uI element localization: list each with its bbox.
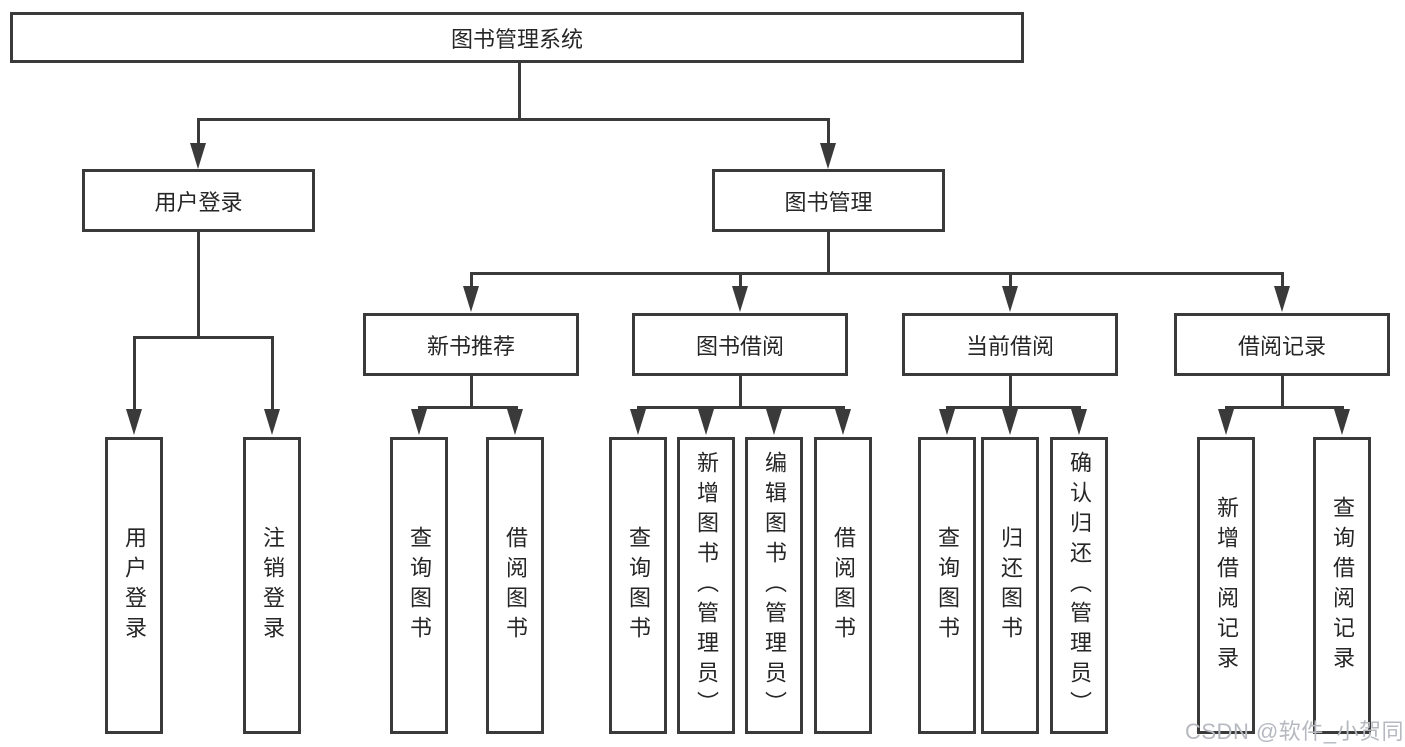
arrow-down-icon bbox=[411, 409, 427, 435]
leaf-borrow-books-newbook: 借阅图书 bbox=[486, 437, 544, 734]
connector-stem bbox=[1009, 272, 1012, 288]
node-current-borrowing: 当前借阅 bbox=[902, 313, 1118, 376]
arrow-down-icon bbox=[463, 286, 479, 312]
leaf-query-borrow-record: 查询借阅记录 bbox=[1313, 437, 1371, 734]
arrow-down-icon bbox=[820, 143, 836, 169]
connector-borrow-drop bbox=[739, 376, 742, 409]
connector-userlogin-drop bbox=[197, 232, 200, 339]
leaf-edit-books-admin: 编辑图书（管理员） bbox=[745, 437, 803, 734]
arrow-down-icon bbox=[126, 409, 142, 435]
connector-root-bar bbox=[197, 118, 830, 121]
connector-records-bar bbox=[1225, 406, 1344, 409]
leaf-query-books-newbook: 查询图书 bbox=[390, 437, 448, 734]
node-borrowing-records: 借阅记录 bbox=[1174, 313, 1390, 376]
leaf-query-books-borrow: 查询图书 bbox=[609, 437, 667, 734]
node-book-borrowing: 图书借阅 bbox=[632, 313, 848, 376]
connector-current-bar bbox=[946, 406, 1081, 409]
connector-borrow-bar bbox=[637, 406, 845, 409]
leaf-add-books-admin: 新增图书（管理员） bbox=[677, 437, 735, 734]
arrow-down-icon bbox=[939, 409, 955, 435]
arrow-down-icon bbox=[732, 286, 748, 312]
arrow-down-icon bbox=[766, 409, 782, 435]
arrow-down-icon bbox=[1002, 409, 1018, 435]
connector-userlogin-bar bbox=[133, 336, 274, 339]
leaf-return-books: 归还图书 bbox=[981, 437, 1039, 734]
leaf-confirm-return-admin: 确认归还（管理员） bbox=[1050, 437, 1108, 734]
arrow-down-icon bbox=[630, 409, 646, 435]
leaf-logout-login: 注销登录 bbox=[243, 437, 301, 734]
connector-stem bbox=[271, 336, 274, 412]
arrow-down-icon bbox=[835, 409, 851, 435]
leaf-query-books-current: 查询图书 bbox=[918, 437, 976, 734]
connector-stem bbox=[197, 118, 200, 148]
connector-stem bbox=[133, 336, 136, 412]
node-user-login: 用户登录 bbox=[82, 169, 315, 232]
leaf-add-borrow-record: 新增借阅记录 bbox=[1197, 437, 1255, 734]
connector-records-drop bbox=[1281, 376, 1284, 409]
arrow-down-icon bbox=[698, 409, 714, 435]
leaf-user-login: 用户登录 bbox=[105, 437, 163, 734]
connector-newbook-bar bbox=[418, 406, 518, 409]
connector-stem bbox=[827, 118, 830, 148]
arrow-down-icon bbox=[1274, 286, 1290, 312]
node-book-management: 图书管理 bbox=[712, 169, 945, 232]
leaf-borrow-books-borrow: 借阅图书 bbox=[814, 437, 872, 734]
connector-stem bbox=[470, 272, 473, 288]
node-library-management-system: 图书管理系统 bbox=[10, 12, 1024, 63]
arrow-down-icon bbox=[1002, 286, 1018, 312]
arrow-down-icon bbox=[1218, 409, 1234, 435]
connector-stem bbox=[1281, 272, 1284, 288]
connector-newbook-drop bbox=[470, 376, 473, 409]
node-new-book-recommendation: 新书推荐 bbox=[363, 313, 579, 376]
arrow-down-icon bbox=[1334, 409, 1350, 435]
arrow-down-icon bbox=[190, 143, 206, 169]
connector-bookmgmt-drop bbox=[827, 232, 830, 275]
arrow-down-icon bbox=[507, 409, 523, 435]
connector-bookmgmt-bar bbox=[470, 272, 1284, 275]
connector-stem bbox=[739, 272, 742, 288]
arrow-down-icon bbox=[1071, 409, 1087, 435]
connector-root-drop bbox=[518, 63, 521, 121]
watermark-csdn: CSDN @软件_小贺同学 bbox=[1185, 719, 1405, 744]
arrow-down-icon bbox=[264, 409, 280, 435]
connector-current-drop bbox=[1009, 376, 1012, 409]
